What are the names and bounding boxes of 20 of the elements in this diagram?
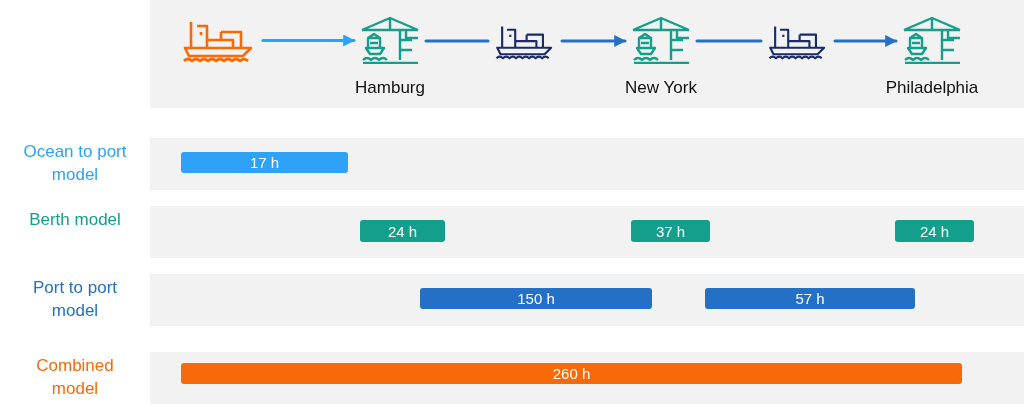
row-label: Ocean to port model bbox=[22, 141, 128, 186]
panel-background bbox=[150, 0, 1024, 108]
port-name: Philadelphia bbox=[884, 78, 980, 98]
row-label: Combined model bbox=[35, 355, 115, 400]
row-label: Port to port model bbox=[31, 277, 119, 322]
arrow bbox=[261, 34, 356, 47]
duration-bar: 57 h bbox=[705, 288, 915, 309]
arrow bbox=[833, 35, 898, 47]
duration-bar: 17 h bbox=[181, 152, 348, 173]
duration-bar: 150 h bbox=[420, 288, 652, 309]
connector-line bbox=[695, 39, 763, 43]
duration-bar: 24 h bbox=[360, 220, 445, 242]
duration-bar: 37 h bbox=[631, 220, 710, 242]
duration-bar: 260 h bbox=[181, 363, 962, 384]
arrow bbox=[560, 35, 627, 47]
port-name: Hamburg bbox=[354, 78, 426, 98]
duration-bar: 24 h bbox=[895, 220, 974, 242]
row-label: Berth model bbox=[28, 209, 122, 231]
connector-line bbox=[424, 39, 490, 43]
port-name: New York bbox=[624, 78, 698, 98]
